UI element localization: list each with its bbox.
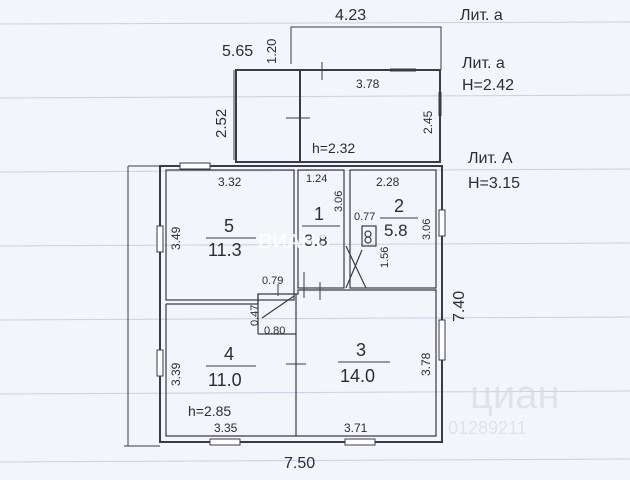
- lit-a-mid-label: Лит. а: [462, 55, 505, 72]
- dim-349: 3.49: [169, 226, 183, 250]
- dim-740: 7.40: [451, 291, 468, 322]
- h-285-label: h=2.85: [188, 403, 231, 419]
- dim-124: 1.24: [306, 173, 327, 185]
- dim-120: 1.20: [264, 39, 279, 64]
- watermarks: ВИАНС циан 01289211: [258, 231, 560, 438]
- dim-228: 2.28: [376, 175, 400, 189]
- room-labels: 5 11.3 1 3.8 2 5.8 4 11.0 3 14.0: [206, 196, 418, 390]
- room-3-area: 14.0: [340, 366, 375, 386]
- lit-labels: Лит. а Лит. а H=2.42 Лит. А H=3.15 h=2.3…: [188, 7, 520, 419]
- dim-335: 3.35: [214, 421, 238, 435]
- dim-bottom-width: 7.50: [284, 455, 315, 472]
- dim-378-right: 3.78: [419, 352, 433, 376]
- h-315-label: H=3.15: [468, 175, 520, 192]
- dim-339: 3.39: [169, 362, 183, 386]
- lit-big-a-label: Лит. А: [468, 150, 513, 167]
- room-2-number: 2: [394, 196, 404, 216]
- dim-252: 2.52: [213, 109, 230, 138]
- room-2-area: 5.8: [384, 221, 408, 240]
- dim-047: 0.47: [249, 305, 261, 326]
- room-4-area: 11.0: [208, 370, 242, 390]
- dim-079: 0.79: [262, 275, 283, 287]
- dim-156: 1.56: [379, 247, 391, 268]
- watermark-mid: ВИАНС: [258, 231, 330, 253]
- annex-dimension-lines: [233, 26, 442, 160]
- dim-371: 3.71: [344, 421, 368, 435]
- annex-walls: [235, 62, 442, 163]
- dim-565: 5.65: [222, 43, 253, 60]
- dim-080: 0.80: [264, 325, 285, 337]
- dimensions: 4.23 1.20 5.65 3.78 2.52 2.45 3.32 1.24 …: [169, 7, 468, 472]
- dim-077: 0.77: [354, 211, 375, 223]
- lit-a-top-label: Лит. а: [460, 7, 503, 24]
- windows: [156, 162, 446, 446]
- room-3-number: 3: [356, 340, 366, 360]
- dim-378-top: 3.78: [356, 77, 380, 91]
- room-1-number: 1: [314, 204, 324, 224]
- room-5-number: 5: [224, 216, 234, 236]
- dim-306b: 3.06: [421, 219, 433, 240]
- room-1-area: 3.8: [304, 231, 328, 250]
- main-house-walls: [124, 165, 443, 447]
- door-marks: [277, 272, 321, 365]
- h-242-label: H=2.42: [462, 77, 514, 94]
- dim-top-width: 4.23: [335, 7, 366, 24]
- watermark-brand: циан: [470, 373, 560, 417]
- h-232-label: h=2.32: [312, 140, 355, 156]
- room-4-number: 4: [224, 344, 234, 364]
- dim-306a: 3.06: [333, 191, 345, 212]
- room-5-area: 11.3: [208, 240, 242, 260]
- dim-332: 3.32: [218, 175, 242, 189]
- watermark-number: 01289211: [448, 418, 527, 438]
- dim-245: 2.45: [421, 110, 435, 134]
